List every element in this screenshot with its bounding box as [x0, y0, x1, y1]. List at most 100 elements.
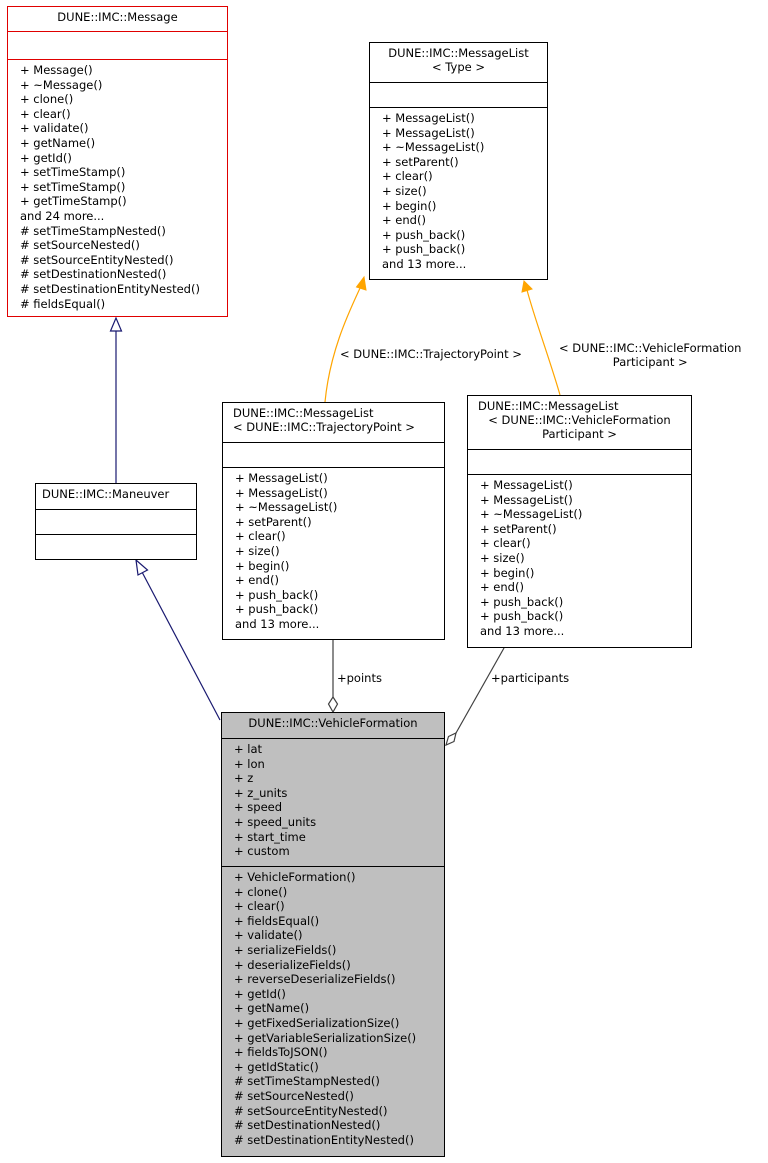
class-title-line3: Participant > [542, 427, 617, 441]
methods-section [36, 535, 196, 559]
member-item: + getFixedSerializationSize() [234, 1015, 400, 1030]
class-title: DUNE::IMC::MessageList < DUNE::IMC::Vehi… [468, 396, 691, 450]
member-item: + clear() [20, 106, 71, 121]
edge-label-trajectory-binding: < DUNE::IMC::TrajectoryPoint > [340, 347, 522, 361]
attributes-list: + lat+ lon+ z+ z_units+ speed+ speed_uni… [222, 739, 444, 867]
class-title-line1: DUNE::IMC::MessageList [388, 46, 529, 60]
member-item: + setParent() [235, 514, 312, 529]
member-item: + MessageList() [480, 492, 573, 507]
methods-list: + VehicleFormation()+ clone()+ clear()+ … [222, 867, 444, 1151]
member-item: + MessageList() [480, 478, 573, 492]
class-title-line2: < Type > [432, 60, 485, 74]
class-vehicleformation[interactable]: DUNE::IMC::VehicleFormation + lat+ lon+ … [221, 712, 445, 1157]
member-item: + custom [234, 844, 290, 859]
member-item: + getName() [20, 135, 96, 150]
member-item: + push_back() [382, 242, 466, 257]
member-item: + push_back() [235, 587, 319, 602]
member-item: + speed [234, 800, 283, 815]
member-item: # setTimeStampNested() [20, 223, 166, 238]
member-item: + serializeFields() [234, 942, 337, 957]
class-title: DUNE::IMC::VehicleFormation [222, 713, 444, 739]
member-item: + validate() [234, 928, 303, 943]
edge-label-points: +points [337, 671, 382, 685]
edge-label-participant-binding: < DUNE::IMC::VehicleFormation Participan… [559, 341, 741, 369]
template-edge-trajectory [324, 285, 362, 403]
class-title: DUNE::IMC::MessageList < DUNE::IMC::Traj… [223, 403, 444, 443]
member-item: + clear() [480, 536, 531, 551]
member-item: + ~MessageList() [382, 140, 485, 155]
template-arrowhead-trajectory [355, 275, 367, 291]
member-item: + end() [382, 213, 426, 228]
member-item: + ~Message() [20, 77, 103, 92]
member-item: # setSourceNested() [234, 1088, 354, 1103]
member-item: + speed_units [234, 814, 317, 829]
member-item: + clone() [234, 884, 288, 899]
class-messagelist-participant[interactable]: DUNE::IMC::MessageList < DUNE::IMC::Vehi… [467, 395, 692, 648]
inheritance-edge-vehicleformation-maneuver [141, 571, 221, 721]
member-item: + getId() [234, 986, 286, 1001]
methods-list: + Message()+ ~Message()+ clone()+ clear(… [8, 60, 227, 315]
methods-list: + MessageList()+ MessageList()+ ~Message… [223, 468, 444, 636]
class-title-line1: DUNE::IMC::MessageList [478, 399, 619, 413]
attributes-section [8, 32, 227, 60]
member-item: + push_back() [382, 227, 466, 242]
member-item: + z_units [234, 785, 288, 800]
member-item: + setTimeStamp() [20, 165, 126, 180]
member-item: + end() [480, 580, 524, 595]
member-item: + getIdStatic() [234, 1059, 319, 1074]
member-item: # setDestinationEntityNested() [234, 1132, 414, 1147]
member-item: + z [234, 771, 254, 786]
class-title: DUNE::IMC::Maneuver [36, 484, 196, 510]
member-item: + setParent() [480, 521, 557, 536]
member-item: + getTimeStamp() [20, 194, 127, 209]
member-item: and 24 more... [20, 208, 105, 223]
attributes-section [36, 510, 196, 535]
member-item: + start_time [234, 829, 306, 844]
member-item: + fieldsToJSON() [234, 1045, 328, 1060]
template-arrowhead-participant [521, 279, 533, 293]
member-item: # setSourceNested() [20, 238, 140, 253]
class-message[interactable]: DUNE::IMC::Message + Message()+ ~Message… [7, 6, 228, 317]
member-item: # setSourceEntityNested() [20, 252, 174, 267]
member-item: + ~MessageList() [235, 500, 338, 515]
member-item: + push_back() [480, 609, 564, 624]
member-item: # fieldsEqual() [20, 296, 106, 311]
attributes-section [370, 83, 547, 108]
class-maneuver[interactable]: DUNE::IMC::Maneuver [35, 483, 197, 560]
class-title-line2: < DUNE::IMC::VehicleFormation [488, 413, 671, 427]
class-title: DUNE::IMC::Message [8, 7, 227, 32]
methods-list: + MessageList()+ MessageList()+ ~Message… [468, 475, 691, 643]
member-item: + Message() [20, 63, 93, 77]
class-title-line2: < DUNE::IMC::TrajectoryPoint > [233, 420, 415, 434]
member-item: + VehicleFormation() [234, 870, 356, 884]
member-item: # setDestinationEntityNested() [20, 281, 200, 296]
member-item: + fieldsEqual() [234, 913, 320, 928]
class-messagelist-trajectorypoint[interactable]: DUNE::IMC::MessageList < DUNE::IMC::Traj… [222, 402, 445, 640]
member-item: + MessageList() [382, 111, 475, 125]
member-item: + MessageList() [235, 485, 328, 500]
attributes-section [468, 450, 691, 475]
member-item: # setTimeStampNested() [234, 1074, 380, 1089]
member-item: + push_back() [235, 602, 319, 617]
member-item: and 13 more... [382, 256, 467, 271]
member-item: # setSourceEntityNested() [234, 1103, 388, 1118]
class-title: DUNE::IMC::MessageList < Type > [370, 43, 547, 83]
aggregation-diamond-points [327, 695, 339, 714]
member-item: + reverseDeserializeFields() [234, 972, 396, 987]
member-item: + end() [235, 573, 279, 588]
member-item: + lon [234, 756, 265, 771]
member-item: + clear() [382, 169, 433, 184]
edge-label-participant-line2: Participant > [612, 355, 688, 369]
class-messagelist-template[interactable]: DUNE::IMC::MessageList < Type > + Messag… [369, 42, 548, 280]
inheritance-arrowhead-maneuver [135, 558, 149, 576]
member-item: + getId() [20, 150, 72, 165]
inheritance-arrowhead-message [109, 316, 123, 332]
member-item: + begin() [480, 565, 535, 580]
member-item: + clear() [234, 899, 285, 914]
aggregation-diamond-participants [445, 731, 457, 747]
member-item: # setDestinationNested() [20, 267, 167, 282]
member-item: and 13 more... [480, 623, 565, 638]
template-edge-participant [526, 289, 561, 396]
member-item: + setParent() [382, 154, 459, 169]
